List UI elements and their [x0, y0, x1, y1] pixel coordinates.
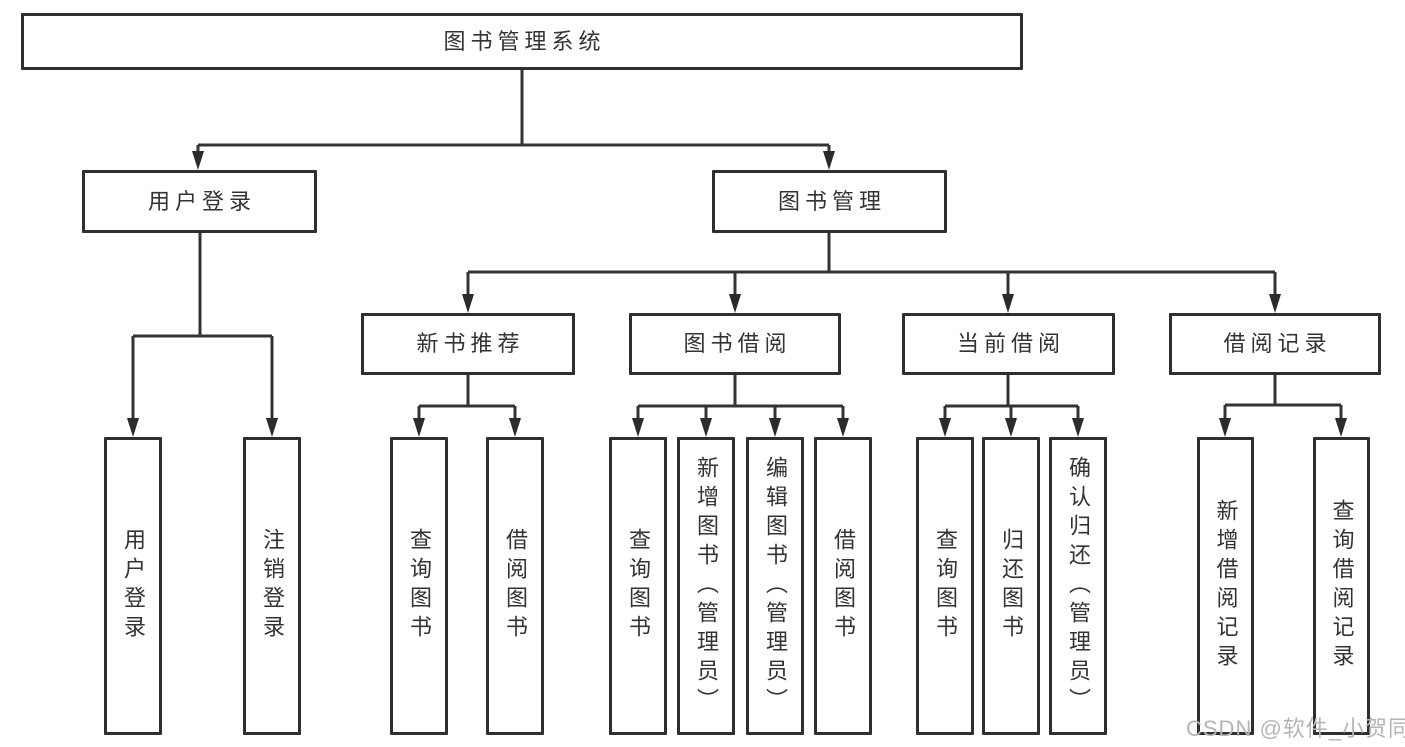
leaf-query-books-recommend: 查询图书	[390, 437, 448, 735]
arrow-down-icon	[1335, 418, 1347, 437]
arrow-down-icon	[769, 418, 781, 437]
arrow-down-icon	[837, 418, 849, 437]
arrow-down-icon	[632, 418, 644, 437]
leaf-query-books-current: 查询图书	[916, 437, 974, 735]
arrow-down-icon	[1005, 418, 1017, 437]
connector-borrow-record-to-leaves	[1223, 375, 1343, 420]
leaf-label: 查询借阅记录	[1329, 499, 1355, 673]
leaf-confirm-return-admin: 确认归还（管理员）	[1049, 437, 1107, 735]
arrow-down-icon	[1269, 294, 1281, 313]
leaf-label: 查询图书	[933, 528, 958, 644]
arrow-down-icon	[729, 294, 741, 313]
node-current-borrowing: 当前借阅	[902, 313, 1115, 375]
leaf-label: 借阅图书	[831, 528, 856, 644]
leaf-label: 借阅图书	[503, 528, 528, 644]
arrow-down-icon	[1072, 418, 1084, 437]
arrow-down-icon	[462, 294, 474, 313]
leaf-label: 注销登录	[260, 528, 285, 644]
arrow-down-icon	[509, 418, 521, 437]
leaf-borrow-books-borrowing: 借阅图书	[814, 437, 872, 735]
watermark: CSDN @软件_小贺同学	[1186, 716, 1405, 741]
arrow-down-icon	[266, 418, 278, 437]
node-label: 图书管理	[777, 188, 886, 214]
leaf-label: 确认归还（管理员）	[1066, 455, 1091, 717]
arrow-down-icon	[823, 151, 835, 170]
node-label: 图书借阅	[683, 331, 792, 356]
leaf-label: 新增借阅记录	[1213, 499, 1239, 673]
leaf-label: 查询图书	[626, 528, 651, 644]
arrow-down-icon	[1002, 294, 1014, 313]
leaf-label: 新增图书（管理员）	[694, 455, 719, 717]
connector-new-book-to-leaves	[417, 375, 517, 420]
node-label: 图书管理系统	[443, 28, 606, 54]
node-label: 当前借阅	[956, 331, 1065, 356]
connector-book-borrow-to-leaves	[636, 375, 845, 420]
node-label: 借阅记录	[1223, 331, 1332, 356]
arrow-down-icon	[192, 151, 204, 170]
node-new-book-recommendation: 新书推荐	[361, 313, 575, 375]
arrow-down-icon	[700, 418, 712, 437]
connector-root-to-level2	[196, 70, 831, 153]
leaf-borrow-books-recommend: 借阅图书	[486, 437, 544, 735]
leaf-return-books: 归还图书	[982, 437, 1040, 735]
leaf-label: 编辑图书（管理员）	[763, 455, 788, 717]
leaf-add-books-admin: 新增图书（管理员）	[677, 437, 735, 735]
arrow-down-icon	[127, 418, 139, 437]
connector-current-borrow-to-leaves	[943, 375, 1080, 420]
leaf-user-login: 用户登录	[104, 437, 162, 735]
leaf-label: 查询图书	[407, 528, 432, 644]
node-borrowing-records: 借阅记录	[1169, 313, 1381, 375]
leaf-query-borrow-record: 查询借阅记录	[1313, 437, 1370, 735]
leaf-add-borrow-record: 新增借阅记录	[1197, 437, 1254, 735]
connector-user-login-to-leaves	[131, 233, 274, 420]
connector-book-management-to-level3	[466, 233, 1277, 296]
leaf-label: 用户登录	[121, 528, 146, 644]
node-book-borrowing: 图书借阅	[629, 313, 841, 375]
leaf-label: 归还图书	[999, 528, 1024, 644]
node-library-management-system: 图书管理系统	[21, 13, 1023, 70]
leaf-logout: 注销登录	[243, 437, 301, 735]
node-label: 新书推荐	[416, 331, 525, 356]
leaf-query-books-borrowing: 查询图书	[609, 437, 667, 735]
node-book-management: 图书管理	[712, 170, 947, 233]
arrow-down-icon	[413, 418, 425, 437]
arrow-down-icon	[939, 418, 951, 437]
node-label: 用户登录	[147, 188, 256, 214]
arrow-down-icon	[1219, 418, 1231, 437]
node-user-login: 用户登录	[82, 170, 317, 233]
leaf-edit-books-admin: 编辑图书（管理员）	[746, 437, 804, 735]
